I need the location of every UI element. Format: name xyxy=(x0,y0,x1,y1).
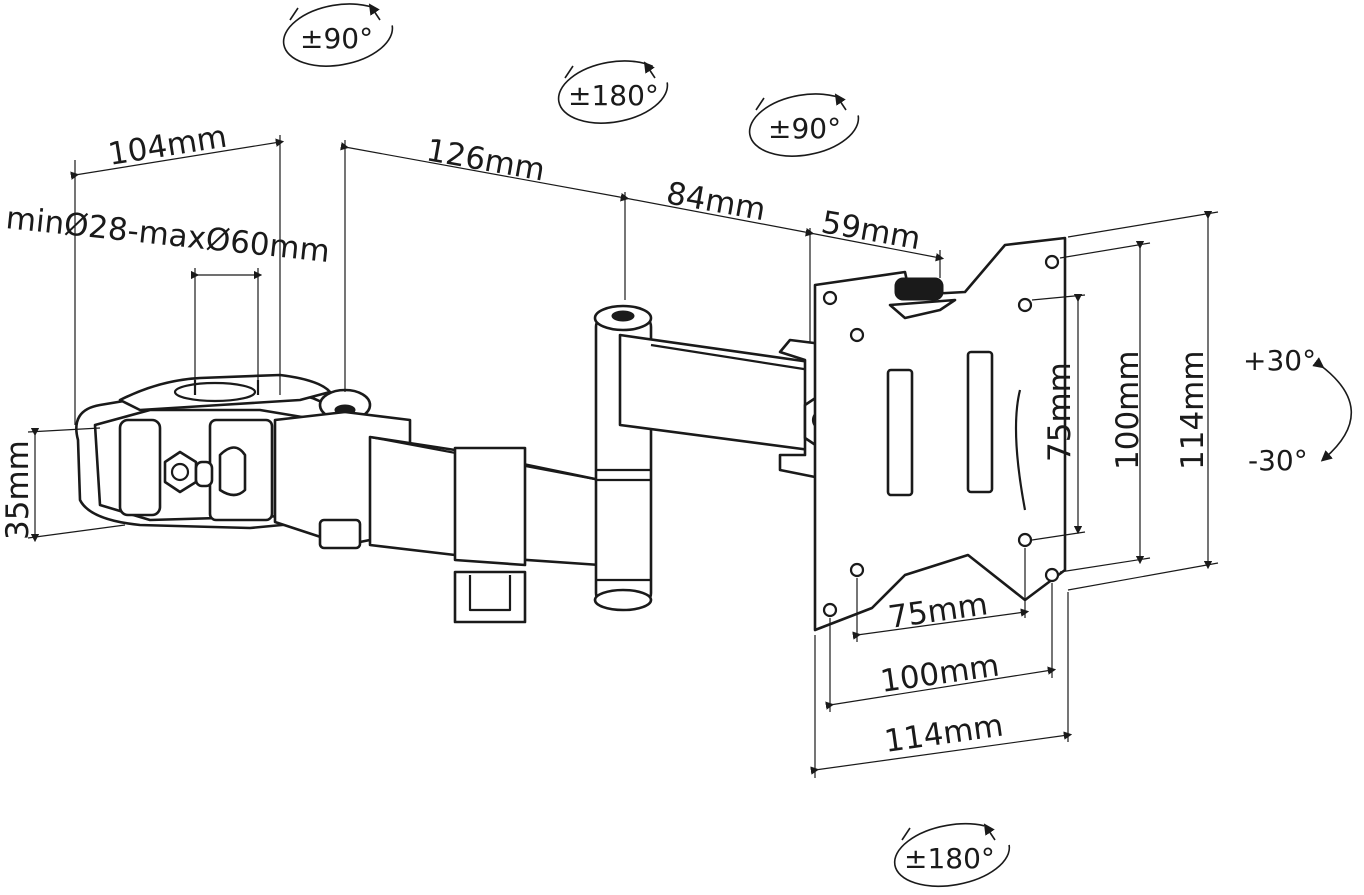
clamp-range-label: minØ28-maxØ60mm xyxy=(4,200,331,270)
arm-2-label: 84mm xyxy=(664,175,769,228)
vesa-100-horizontal-label: 100mm xyxy=(878,648,1001,700)
rotation-marks xyxy=(282,0,1353,888)
dimension-lines xyxy=(27,135,1219,778)
upper-arm xyxy=(593,304,812,612)
tilt-up-label: +30° xyxy=(1243,344,1316,377)
head-rotation-label: ±90° xyxy=(768,112,841,145)
head-label: 59mm xyxy=(819,204,924,257)
vesa-plate xyxy=(813,236,1067,632)
clamp-height-label: 35mm xyxy=(0,440,36,540)
vesa-100-vertical-label: 100mm xyxy=(1110,350,1146,470)
arm-rotation-label: ±180° xyxy=(568,79,659,112)
lower-arm xyxy=(273,410,602,624)
vesa-75-horizontal-label: 75mm xyxy=(886,586,990,636)
tilt-down-label: -30° xyxy=(1248,444,1308,477)
plate-height-label: 114mm xyxy=(1175,350,1211,470)
vesa-75-vertical-label: 75mm xyxy=(1042,362,1078,462)
clamp-rotation-label: ±90° xyxy=(300,22,373,55)
clamp-width-label: 104mm xyxy=(106,119,230,173)
clamp-assembly xyxy=(75,373,372,530)
plate-rotation-label: ±180° xyxy=(904,842,995,875)
arm-1-label: 126mm xyxy=(424,132,548,188)
